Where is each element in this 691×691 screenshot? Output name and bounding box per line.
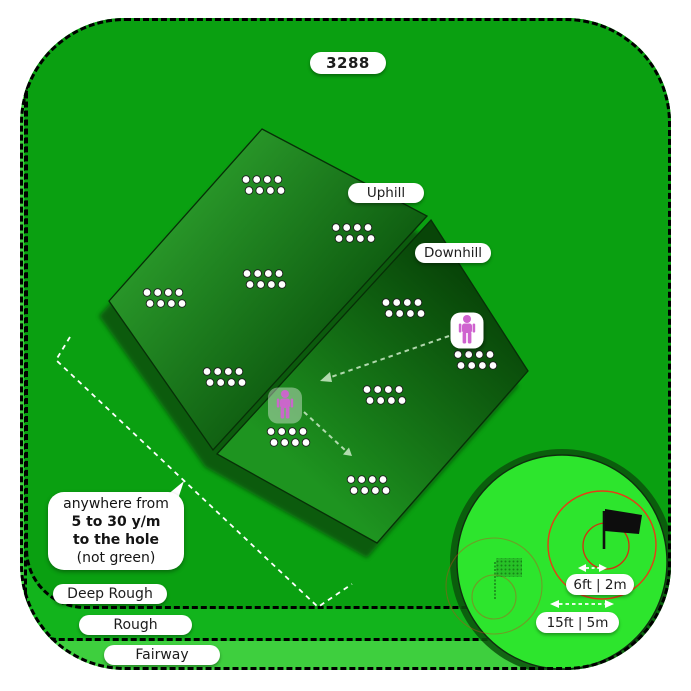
- callout-line: to the hole: [72, 532, 160, 548]
- inset-green-circle: [456, 454, 668, 670]
- measure-arrow-15ft: [550, 600, 614, 608]
- callout-line: (not green): [76, 550, 156, 566]
- diagram-canvas: [54, 128, 671, 670]
- downhill-label: Downhill: [415, 243, 491, 263]
- golfer-card-left: [268, 387, 302, 424]
- downhill-panel: [215, 218, 529, 544]
- ring-6ft-label: 6ft | 2m: [566, 574, 634, 595]
- ring-15ft-label: 15ft | 5m: [536, 612, 619, 633]
- callout-line: anywhere from: [63, 496, 169, 512]
- callout-line: 5 to 30 y/m: [71, 514, 161, 530]
- uphill-label: Uphill: [348, 183, 424, 203]
- ghost-flag-icon: [445, 537, 543, 635]
- measure-arrow-6ft: [578, 564, 607, 572]
- flag-icon: [602, 509, 642, 549]
- ring-15ft: [547, 490, 657, 600]
- putt-direction-arrows: [303, 335, 450, 456]
- hole-inset: [445, 449, 671, 670]
- golfer-card-right: [450, 312, 484, 349]
- drop-zone-outline: [54, 336, 353, 609]
- rough-label: Rough: [79, 615, 192, 635]
- fairway-label: Fairway: [104, 645, 220, 665]
- practice-field: 3288 Uphill Downhill anywhere from 5 to …: [20, 18, 671, 670]
- drill-number-badge: 3288: [310, 52, 386, 74]
- deep-rough-label: Deep Rough: [53, 584, 167, 604]
- distance-callout: anywhere from 5 to 30 y/m to the hole (n…: [48, 492, 184, 570]
